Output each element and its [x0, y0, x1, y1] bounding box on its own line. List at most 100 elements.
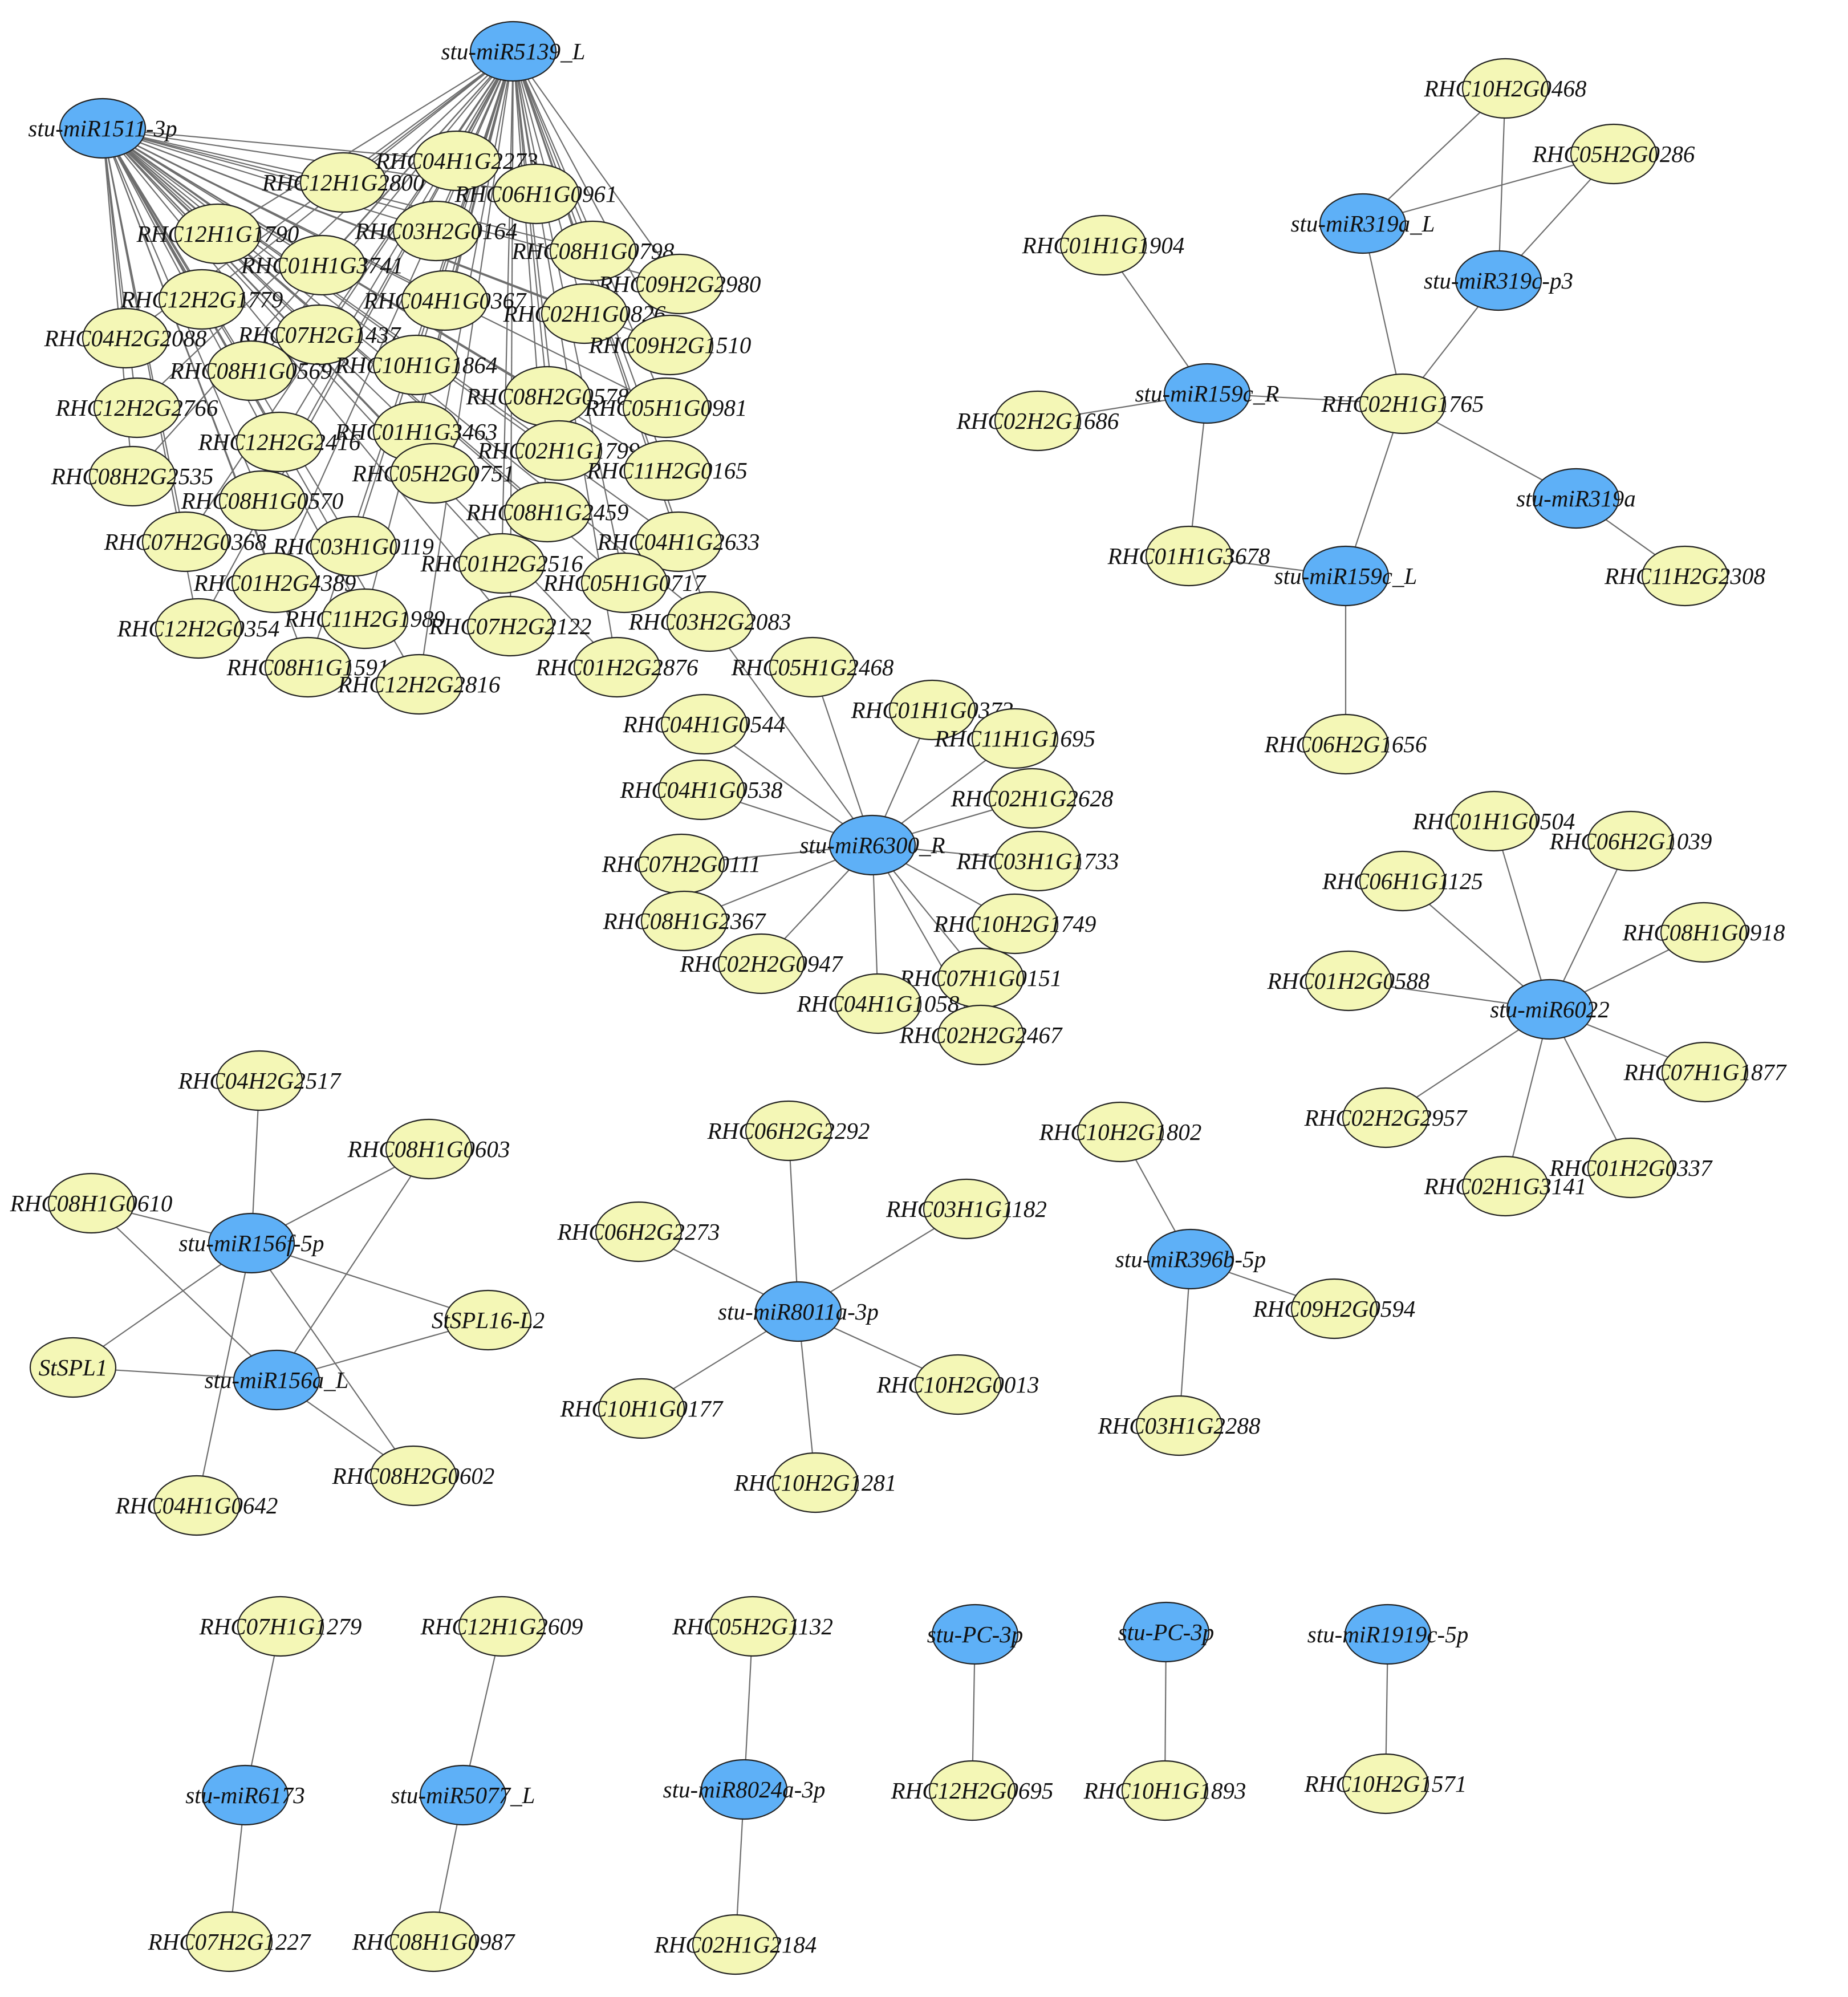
node-b04[interactable]: RHC08H1G0987	[352, 1911, 515, 1972]
node-g29[interactable]: RHC03H1G0119	[273, 516, 434, 577]
gene-node-ellipse[interactable]	[549, 220, 637, 282]
node-h13[interactable]: RHC04H1G1058	[797, 973, 960, 1034]
node-m396[interactable]: stu-miR396b-5p	[1115, 1228, 1266, 1290]
gene-node-ellipse[interactable]	[1342, 1753, 1429, 1815]
node-b07[interactable]: RHC12H2G0695	[891, 1760, 1054, 1821]
node-n03[interactable]: RHC06H1G1125	[1322, 850, 1483, 912]
gene-node-ellipse[interactable]	[709, 1596, 797, 1657]
node-m1919[interactable]: stu-miR1919c-5p	[1307, 1604, 1468, 1665]
mirna-node-ellipse[interactable]	[1147, 1228, 1234, 1290]
gene-node-ellipse[interactable]	[47, 1172, 135, 1234]
node-k02[interactable]: RHC05H2G0286	[1532, 123, 1695, 185]
gene-node-ellipse[interactable]	[1641, 545, 1729, 607]
node-k08[interactable]: RHC06H2G1656	[1264, 713, 1427, 775]
node-g23[interactable]: RHC08H2G2535	[51, 445, 214, 507]
mirna-node-ellipse[interactable]	[1302, 545, 1390, 607]
gene-node-ellipse[interactable]	[626, 314, 714, 376]
gene-node-ellipse[interactable]	[717, 933, 805, 995]
node-m5077[interactable]: stu-miR5077_L	[391, 1764, 535, 1826]
gene-node-ellipse[interactable]	[392, 200, 480, 262]
node-m319a[interactable]: stu-miR319a	[1516, 468, 1636, 529]
gene-node-ellipse[interactable]	[275, 304, 363, 366]
node-k03[interactable]: RHC01H1G1904	[1022, 214, 1185, 276]
node-n08[interactable]: RHC02H1G3141	[1424, 1155, 1587, 1217]
mirna-node-ellipse[interactable]	[1506, 979, 1594, 1040]
gene-node-ellipse[interactable]	[1305, 950, 1392, 1012]
node-s05[interactable]: StSPL1	[29, 1337, 117, 1398]
node-e04[interactable]: RHC10H2G0013	[876, 1354, 1039, 1415]
gene-node-ellipse[interactable]	[1342, 1087, 1429, 1148]
node-r03[interactable]: RHC03H1G2288	[1098, 1395, 1261, 1456]
node-k05[interactable]: RHC02H1G1765	[1321, 373, 1484, 435]
node-h14[interactable]: RHC02H2G2467	[899, 1004, 1063, 1066]
node-m319aL[interactable]: stu-miR319a_L	[1291, 193, 1435, 254]
node-b02[interactable]: RHC07H2G1227	[148, 1911, 311, 1972]
node-e03[interactable]: RHC06H2G2273	[557, 1201, 720, 1263]
gene-node-ellipse[interactable]	[692, 1914, 779, 1975]
gene-node-ellipse[interactable]	[237, 1596, 324, 1657]
mirna-node-ellipse[interactable]	[201, 1764, 289, 1826]
gene-node-ellipse[interactable]	[93, 377, 181, 439]
gene-node-ellipse[interactable]	[1302, 713, 1390, 775]
node-m156f[interactable]: stu-miR156f-5p	[178, 1212, 324, 1274]
node-g16[interactable]: RHC10H1G1864	[335, 334, 498, 396]
node-g07[interactable]: RHC01H1G3741	[241, 234, 404, 296]
gene-node-ellipse[interactable]	[745, 1100, 832, 1162]
gene-node-ellipse[interactable]	[389, 443, 477, 504]
gene-node-ellipse[interactable]	[235, 411, 323, 473]
gene-node-ellipse[interactable]	[937, 1004, 1025, 1066]
node-e01[interactable]: RHC06H2G2292	[707, 1100, 870, 1162]
gene-node-ellipse[interactable]	[310, 516, 397, 577]
gene-node-ellipse[interactable]	[1587, 810, 1675, 872]
node-r02[interactable]: RHC09H2G0594	[1253, 1278, 1416, 1340]
mirna-node-ellipse[interactable]	[754, 1281, 842, 1342]
node-n09[interactable]: RHC01H2G0337	[1549, 1137, 1713, 1199]
gene-node-ellipse[interactable]	[1359, 373, 1447, 435]
node-g32[interactable]: RHC01H2G4389	[193, 552, 356, 614]
node-h04[interactable]: RHC11H1G1695	[934, 708, 1095, 769]
mirna-node-ellipse[interactable]	[1319, 193, 1407, 254]
node-g02[interactable]: RHC04H1G2273	[375, 130, 538, 192]
gene-node-ellipse[interactable]	[994, 390, 1082, 452]
node-g24[interactable]: RHC11H2G0165	[586, 440, 748, 501]
gene-node-ellipse[interactable]	[635, 511, 722, 573]
gene-node-ellipse[interactable]	[155, 598, 242, 659]
node-b06[interactable]: RHC02H1G2184	[654, 1914, 817, 1975]
gene-node-ellipse[interactable]	[595, 1201, 683, 1263]
node-s07[interactable]: RHC04H1G0642	[115, 1475, 278, 1536]
gene-node-ellipse[interactable]	[153, 1475, 241, 1536]
node-n05[interactable]: RHC01H2G0588	[1267, 950, 1430, 1012]
gene-node-ellipse[interactable]	[1359, 850, 1447, 912]
node-g22[interactable]: RHC02H1G1799	[477, 420, 640, 481]
node-h11[interactable]: RHC02H2G0947	[680, 933, 843, 995]
gene-node-ellipse[interactable]	[623, 440, 711, 501]
gene-node-ellipse[interactable]	[375, 654, 463, 715]
mirna-node-ellipse[interactable]	[1344, 1604, 1432, 1665]
node-s01[interactable]: RHC04H2G2517	[178, 1050, 342, 1111]
node-g27[interactable]: RHC08H1G2459	[466, 481, 629, 543]
gene-node-ellipse[interactable]	[185, 1911, 273, 1972]
node-n07[interactable]: RHC02H2G2957	[1304, 1087, 1468, 1148]
gene-node-ellipse[interactable]	[994, 830, 1082, 892]
node-b05[interactable]: RHC05H2G1132	[672, 1596, 833, 1657]
gene-node-ellipse[interactable]	[971, 893, 1059, 955]
gene-node-ellipse[interactable]	[82, 307, 169, 369]
node-h01[interactable]: RHC05H1G2468	[731, 636, 894, 698]
node-g37[interactable]: RHC03H2G2083	[628, 591, 791, 652]
gene-node-ellipse[interactable]	[1059, 214, 1147, 276]
gene-node-ellipse[interactable]	[515, 420, 603, 481]
node-m6022[interactable]: stu-miR6022	[1490, 979, 1610, 1040]
gene-node-ellipse[interactable]	[466, 595, 554, 657]
node-k06[interactable]: RHC01H1G3678	[1107, 525, 1270, 587]
node-g09[interactable]: RHC12H2G1779	[120, 269, 283, 330]
node-s03[interactable]: RHC08H1G0610	[10, 1172, 173, 1234]
gene-node-ellipse[interactable]	[928, 1760, 1016, 1821]
mirna-node-ellipse[interactable]	[59, 98, 147, 159]
gene-node-ellipse[interactable]	[666, 591, 754, 652]
gene-node-ellipse[interactable]	[141, 511, 229, 573]
gene-node-ellipse[interactable]	[88, 445, 176, 507]
gene-node-ellipse[interactable]	[492, 163, 580, 225]
gene-node-ellipse[interactable]	[321, 588, 409, 650]
node-pc2[interactable]: stu-PC-3p	[1118, 1601, 1215, 1663]
node-g01[interactable]: RHC12H1G2800	[262, 152, 425, 213]
